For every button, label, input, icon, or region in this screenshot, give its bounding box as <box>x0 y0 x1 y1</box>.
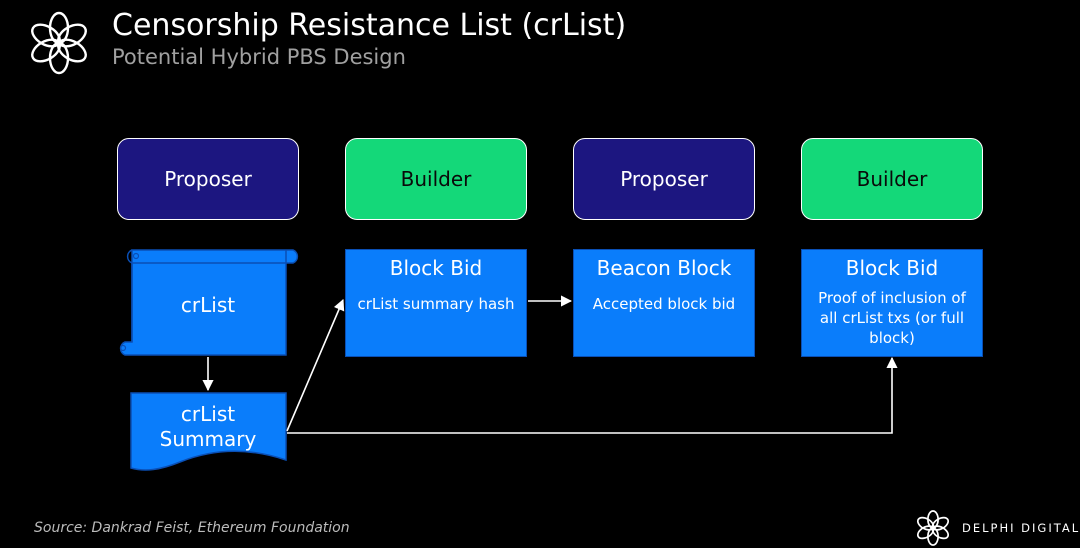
slide-subtitle: Potential Hybrid PBS Design <box>112 45 406 69</box>
crlist-summary-document-shape <box>130 392 287 471</box>
beacon-block-heading: Beacon Block <box>596 256 732 280</box>
role-box-builder-2: Builder <box>801 138 983 220</box>
crlist-summary-line1: crList <box>180 402 236 426</box>
role-label: Proposer <box>620 167 708 191</box>
delphi-logo-icon <box>31 11 87 75</box>
role-label: Proposer <box>164 167 252 191</box>
role-label: Builder <box>400 167 472 191</box>
role-box-proposer-2: Proposer <box>573 138 755 220</box>
block-bid-heading: Block Bid <box>389 256 483 280</box>
role-box-proposer-1: Proposer <box>117 138 299 220</box>
block-bid-box: Block Bid crList summary hash <box>345 249 527 357</box>
final-block-bid-body: Proof of inclusion of all crList txs (or… <box>818 289 966 347</box>
beacon-block-box: Beacon Block Accepted block bid <box>573 249 755 357</box>
brand-logo-icon <box>916 510 950 546</box>
role-label: Builder <box>856 167 928 191</box>
role-box-builder-1: Builder <box>345 138 527 220</box>
final-block-bid-box: Block Bid Proof of inclusion of all crLi… <box>801 249 983 357</box>
beacon-block-body: Accepted block bid <box>592 295 736 313</box>
crlist-summary-line2: Summary <box>159 427 257 451</box>
source-credit: Source: Dankrad Feist, Ethereum Foundati… <box>34 520 350 536</box>
crlist-scroll-shape <box>119 249 299 356</box>
final-block-bid-heading: Block Bid <box>845 256 939 280</box>
arrow-summary-to-block-bid <box>286 298 345 432</box>
crlist-summary-label: crList Summary <box>133 402 283 452</box>
slide-title: Censorship Resistance List (crList) <box>112 8 627 43</box>
block-bid-body: crList summary hash <box>357 295 515 313</box>
arrow-summary-to-final-block-bid <box>287 356 898 434</box>
crlist-label: crList <box>180 293 236 317</box>
brand-name: DELPHI DIGITAL <box>962 521 1080 535</box>
